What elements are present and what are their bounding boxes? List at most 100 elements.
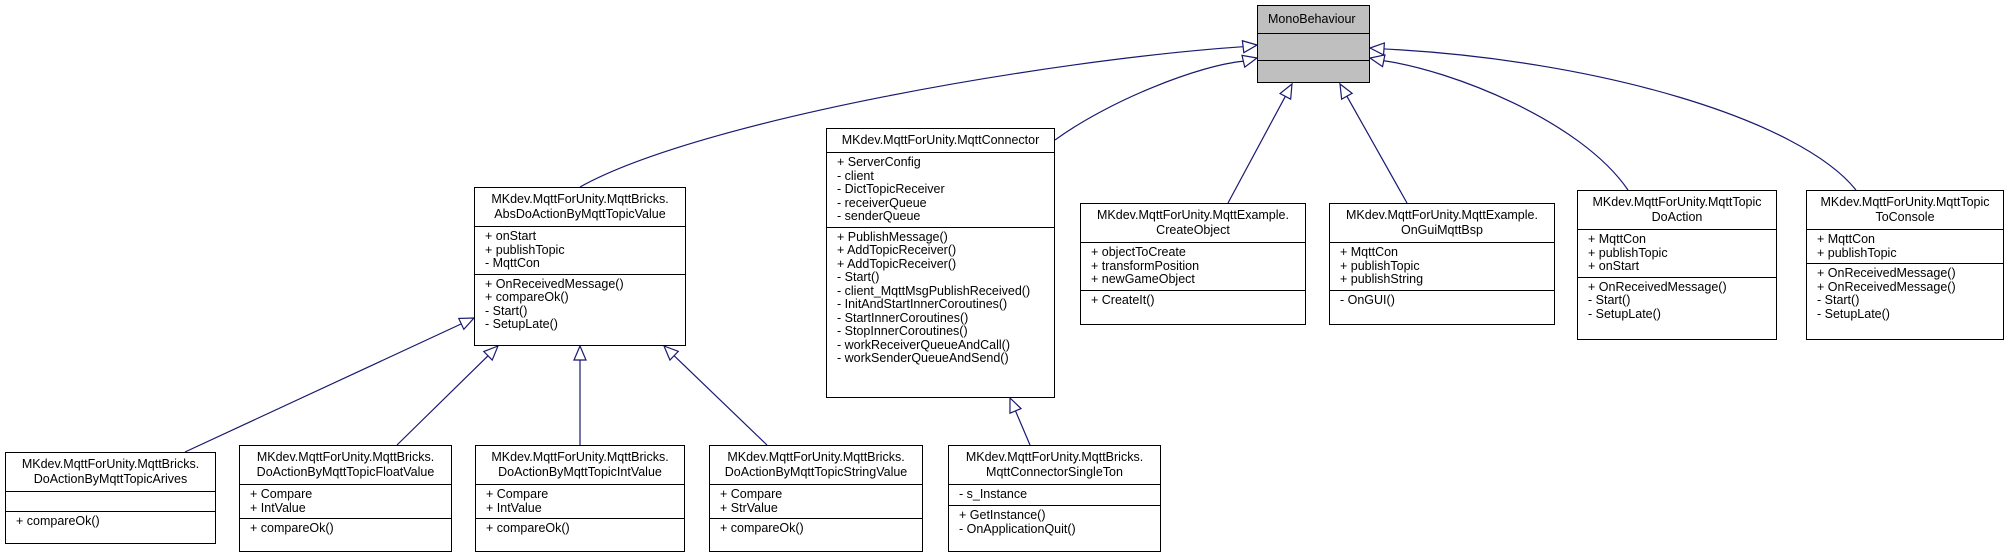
method: + OnReceivedMessage()	[485, 276, 624, 291]
attribute: + transformPosition	[1091, 258, 1200, 273]
class-box-onguimqttbsp[interactable]: MKdev.MqttForUnity.MqttExample.OnGuiMqtt…	[1329, 203, 1555, 325]
class-name-line: DoActionByMqttTopicFloatValue	[256, 465, 435, 479]
attribute: - s_Instance	[959, 487, 1028, 501]
edge-onguibsp-to-monobehaviour	[1346, 95, 1408, 204]
methods-section: + CreateIt()	[1081, 289, 1305, 311]
class-name: MonoBehaviour	[1268, 12, 1356, 26]
attributes-section: - s_Instance	[949, 484, 1160, 505]
edge-connector-to-monobehaviour	[1054, 60, 1244, 141]
methods-section: + compareOk()	[710, 518, 922, 539]
method: - OnGUI()	[1340, 292, 1395, 307]
class-name-line: MKdev.MqttForUnity.MqttBricks.	[256, 450, 435, 464]
edge-floatvalue-to-abs	[396, 355, 489, 446]
class-name: MKdev.MqttForUnity.MqttExample.OnGuiMqtt…	[1330, 204, 1554, 242]
class-box-doactionintvalue[interactable]: MKdev.MqttForUnity.MqttBricks.DoActionBy…	[475, 445, 685, 552]
attribute: + Compare	[720, 487, 783, 501]
attributes-section: + Compare+ IntValue	[476, 484, 684, 518]
class-box-mqttconnectorsingleton[interactable]: MKdev.MqttForUnity.MqttBricks.MqttConnec…	[948, 445, 1161, 552]
class-name-line: MKdev.MqttForUnity.MqttBricks.	[491, 192, 669, 206]
class-name: MKdev.MqttForUnity.MqttConnector	[827, 129, 1054, 152]
edge-singleton-to-connector	[1014, 410, 1031, 446]
inheritance-arrowhead	[1241, 39, 1259, 54]
class-box-doactionarives[interactable]: MKdev.MqttForUnity.MqttBricks.DoActionBy…	[5, 452, 216, 544]
class-name-line: CreateObject	[1156, 223, 1230, 237]
inheritance-arrowhead	[573, 344, 587, 361]
method: + PublishMessage()	[837, 229, 948, 244]
attribute: - client	[837, 168, 874, 183]
method: + compareOk()	[250, 521, 334, 535]
edge-topicdoaction-to-monobehaviour	[1383, 60, 1629, 191]
method: - Start()	[485, 303, 528, 318]
attribute: + publishTopic	[1340, 258, 1420, 273]
attribute: + publishTopic	[1817, 245, 1897, 260]
class-box-monobehaviour[interactable]: MonoBehaviour	[1257, 5, 1370, 83]
class-name-line: MKdev.MqttForUnity.MqttTopic	[1592, 195, 1762, 209]
attributes-section: + objectToCreate+ transformPosition+ new…	[1081, 242, 1305, 290]
class-name-line: MKdev.MqttForUnity.MqttBricks.	[727, 450, 905, 464]
class-box-absdoaction[interactable]: MKdev.MqttForUnity.MqttBricks.AbsDoActio…	[474, 187, 686, 346]
class-box-doactionfloatvalue[interactable]: MKdev.MqttForUnity.MqttBricks.DoActionBy…	[239, 445, 452, 552]
attribute: + publishString	[1340, 272, 1424, 286]
attributes-section	[1258, 33, 1369, 60]
attribute: + MqttCon	[1588, 232, 1647, 246]
class-name-line: DoActionByMqttTopicArives	[33, 472, 188, 486]
class-name: MKdev.MqttForUnity.MqttExample.CreateObj…	[1081, 204, 1305, 242]
attribute: + objectToCreate	[1091, 245, 1186, 259]
methods-section: + PublishMessage()+ AddTopicReceiver()+ …	[827, 226, 1054, 369]
class-name-line: MKdev.MqttForUnity.MqttExample.	[1346, 208, 1538, 222]
method: - SetupLate()	[1817, 306, 1890, 321]
attribute: + StrValue	[720, 500, 778, 515]
inheritance-arrowhead	[482, 344, 500, 362]
attribute: - senderQueue	[837, 209, 921, 223]
class-name-line: ToConsole	[1875, 210, 1935, 224]
class-box-createobject[interactable]: MKdev.MqttForUnity.MqttExample.CreateObj…	[1080, 203, 1306, 325]
method: + compareOk()	[16, 514, 100, 528]
method: + AddTopicReceiver()	[837, 256, 957, 271]
attributes-section: + Compare+ IntValue	[240, 484, 451, 518]
method: - StartInnerCoroutines()	[837, 310, 969, 325]
attribute: + onStart	[1588, 259, 1640, 273]
inheritance-arrowhead	[1278, 82, 1293, 101]
methods-section: + compareOk()	[240, 518, 451, 539]
methods-section: + OnReceivedMessage()- Start()- SetupLat…	[1578, 276, 1776, 325]
method: - workSenderQueueAndSend()	[837, 351, 1009, 365]
methods-section: + compareOk()	[476, 518, 684, 539]
methods-section: + OnReceivedMessage()+ compareOk()- Star…	[475, 273, 685, 335]
method: - SetupLate()	[1588, 306, 1661, 321]
inheritance-arrowhead	[457, 317, 476, 331]
attribute: - receiverQueue	[837, 195, 927, 210]
method: - StopInnerCoroutines()	[837, 324, 968, 338]
methods-section	[1258, 60, 1369, 81]
methods-section: + GetInstance()- OnApplicationQuit()	[949, 505, 1160, 539]
class-name-line: OnGuiMqttBsp	[1401, 223, 1483, 237]
class-name: MKdev.MqttForUnity.MqttBricks.DoActionBy…	[710, 446, 922, 484]
inheritance-arrowhead	[1368, 42, 1386, 56]
inheritance-arrowhead	[1241, 54, 1259, 69]
class-name-line: MqttConnectorSingleTon	[986, 465, 1123, 479]
class-box-doactionstringvalue[interactable]: MKdev.MqttForUnity.MqttBricks.DoActionBy…	[709, 445, 923, 552]
method: + compareOk()	[720, 521, 804, 535]
attribute: + publishTopic	[1588, 245, 1668, 260]
attribute: - MqttCon	[485, 256, 540, 270]
method: + AddTopicReceiver()	[837, 243, 957, 257]
attributes-section: + MqttCon+ publishTopic+ onStart	[1578, 229, 1776, 277]
method: - workReceiverQueueAndCall()	[837, 337, 1010, 352]
edge-topicconsole-to-monobehaviour	[1383, 48, 1857, 191]
method: + OnReceivedMessage()	[1817, 266, 1956, 280]
attribute: + newGameObject	[1091, 272, 1195, 286]
class-box-mqttconnector[interactable]: MKdev.MqttForUnity.MqttConnector+ Server…	[826, 128, 1055, 398]
attribute: - DictTopicReceiver	[837, 182, 945, 196]
edge-abs-to-monobehaviour	[579, 46, 1244, 188]
edge-stringvalue-to-abs	[673, 355, 768, 446]
method: - InitAndStartInnerCoroutines()	[837, 297, 1008, 311]
class-name-line: MKdev.MqttForUnity.MqttBricks.	[21, 457, 200, 471]
methods-section: + OnReceivedMessage()+ OnReceivedMessage…	[1807, 263, 2003, 324]
class-name: MKdev.MqttForUnity.MqttBricks.MqttConnec…	[949, 446, 1160, 484]
class-name-line: MKdev.MqttForUnity.MqttBricks.	[491, 450, 669, 464]
method: - client_MqttMsgPublishReceived()	[837, 283, 1031, 298]
attributes-section: + onStart+ publishTopic- MqttCon	[475, 226, 685, 274]
